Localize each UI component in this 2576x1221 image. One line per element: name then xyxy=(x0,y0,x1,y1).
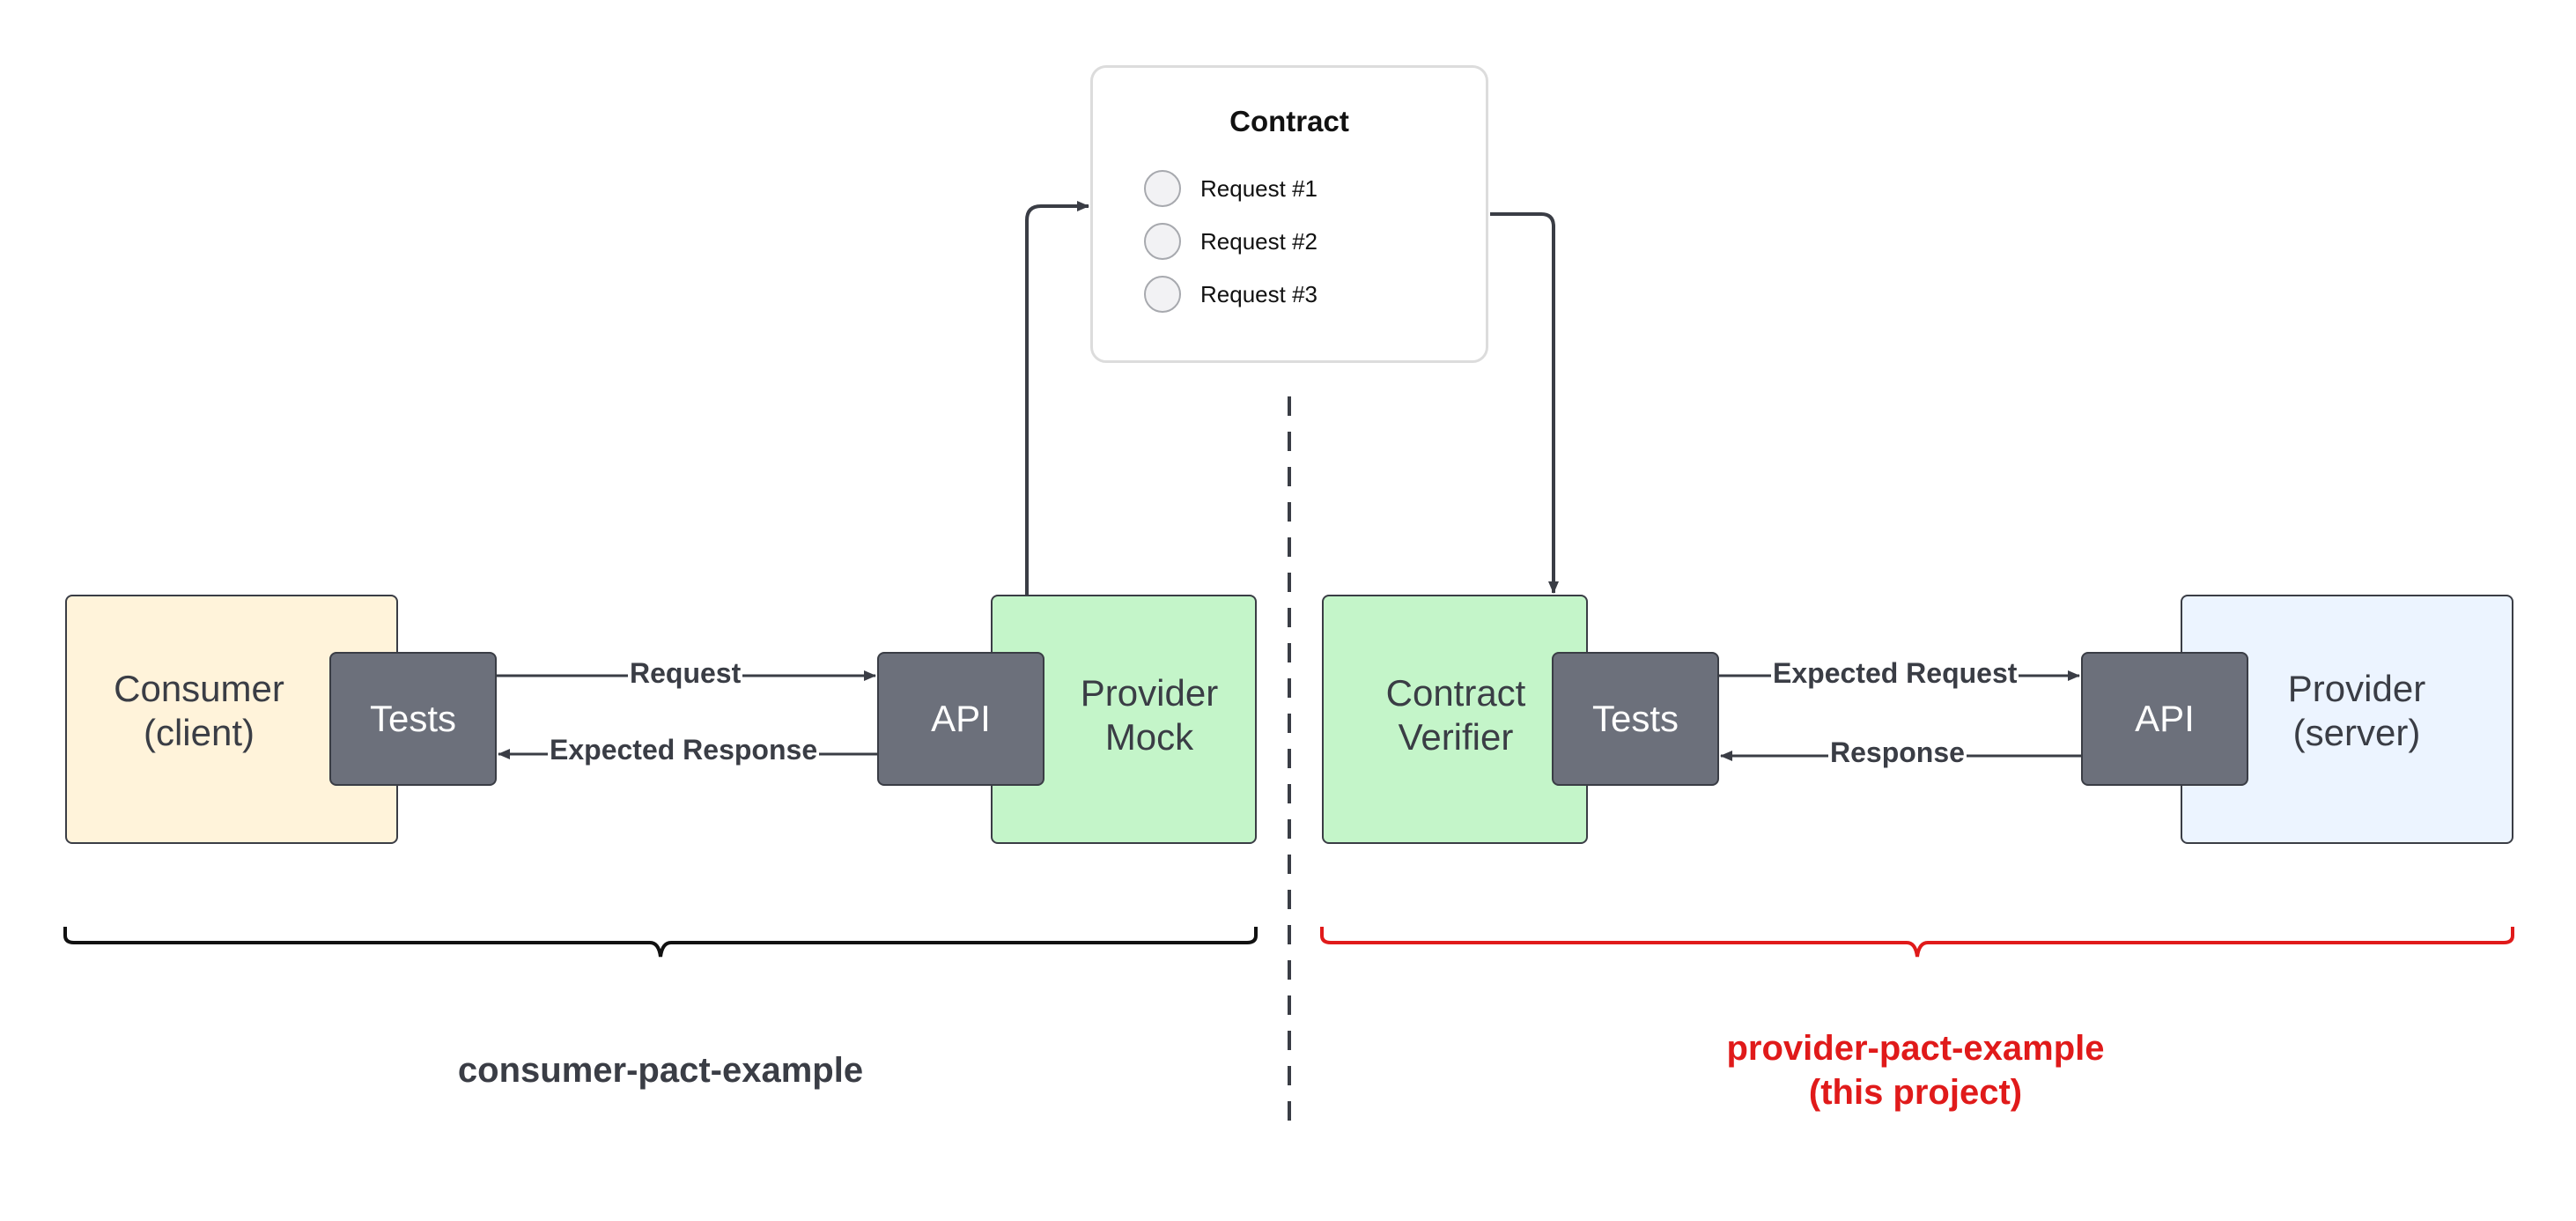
contract-verifier-label-line2: Verifier xyxy=(1398,716,1514,758)
contract-title: Contract xyxy=(1229,105,1349,137)
contract-request-item: Request #1 xyxy=(1144,168,1318,209)
provider-project-label-line2: (this project) xyxy=(1808,1073,2023,1112)
edge-label-expected-request: Expected Request xyxy=(1771,657,2019,689)
provider-project-label: provider-pact-example (this project) xyxy=(1651,1026,2180,1114)
edge-label-request: Request xyxy=(628,657,743,689)
arrow-mock-to-contract xyxy=(1025,201,1089,595)
provider-label-line1: Provider xyxy=(2287,668,2426,709)
mock-api-box: API xyxy=(877,652,1044,786)
provider-brace xyxy=(1320,927,2514,958)
contract-request-item: Request #2 xyxy=(1144,221,1318,262)
provider-label: Provider (server) xyxy=(2260,667,2454,755)
provider-mock-label: Provider Mock xyxy=(1052,671,1246,759)
consumer-label-line1: Consumer xyxy=(114,668,284,709)
request-circle-icon xyxy=(1144,276,1181,313)
consumer-label: Consumer (client) xyxy=(67,667,331,755)
consumer-brace xyxy=(63,927,1258,958)
contract-verifier-box: Contract Verifier xyxy=(1322,595,1588,844)
provider-mock-box: Provider Mock xyxy=(991,595,1257,844)
request-circle-icon xyxy=(1144,223,1181,260)
contract-card: Contract Request #1 Request #2 Request #… xyxy=(1090,65,1488,363)
request-label: Request #3 xyxy=(1200,280,1318,307)
request-label: Request #1 xyxy=(1200,174,1318,202)
request-circle-icon xyxy=(1144,170,1181,207)
provider-mock-label-line1: Provider xyxy=(1080,672,1219,714)
request-label: Request #2 xyxy=(1200,227,1318,255)
contract-verifier-label-line1: Contract xyxy=(1385,672,1526,714)
provider-tests-box: Tests xyxy=(1552,652,1719,786)
provider-api-box: API xyxy=(2081,652,2248,786)
edge-label-response: Response xyxy=(1828,736,1967,768)
arrow-contract-to-verifier xyxy=(1490,212,1559,594)
consumer-tests-box: Tests xyxy=(329,652,497,786)
contract-verifier-label: Contract Verifier xyxy=(1324,671,1588,759)
provider-project-label-line1: provider-pact-example xyxy=(1726,1029,2105,1068)
consumer-project-label: consumer-pact-example xyxy=(457,1051,864,1090)
edge-label-expected-response: Expected Response xyxy=(548,734,820,766)
provider-label-line2: (server) xyxy=(2292,712,2421,753)
contract-request-item: Request #3 xyxy=(1144,274,1318,314)
consumer-label-line2: (client) xyxy=(143,712,255,753)
provider-mock-label-line2: Mock xyxy=(1104,716,1194,758)
